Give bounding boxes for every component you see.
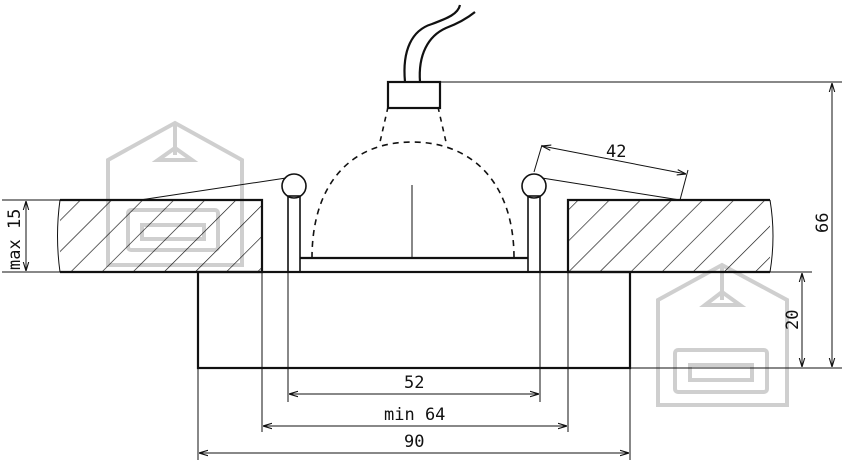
watermark-logo-right xyxy=(656,262,789,407)
dim-label-flange-height: 20 xyxy=(783,310,803,330)
dim-max-15: max 15 xyxy=(2,199,60,273)
dim-label-outer-diameter: 90 xyxy=(404,432,424,452)
dim-label-lamp-depth: 42 xyxy=(606,142,626,162)
lamp-socket xyxy=(386,80,442,110)
dim-20: 20 xyxy=(630,271,812,367)
ceiling-right xyxy=(566,198,774,274)
ceiling-left xyxy=(57,198,264,274)
dim-66: 66 xyxy=(440,81,842,369)
dim-42: 42 xyxy=(533,142,689,201)
spring-clip-right xyxy=(521,173,681,273)
dim-label-spring-span: 52 xyxy=(404,373,424,393)
dim-52: 52 xyxy=(287,272,541,402)
dim-label-total-height: 66 xyxy=(813,213,833,233)
dim-90: 90 xyxy=(197,368,631,460)
lamp-flange xyxy=(196,270,632,370)
dim-label-ceiling-thickness: max 15 xyxy=(5,209,25,270)
bulb-outline xyxy=(311,106,515,259)
spring-clip-left xyxy=(139,173,307,273)
dim-label-cutout: min 64 xyxy=(384,405,445,425)
power-cable xyxy=(403,4,476,83)
dim-min-64: min 64 xyxy=(261,272,569,432)
